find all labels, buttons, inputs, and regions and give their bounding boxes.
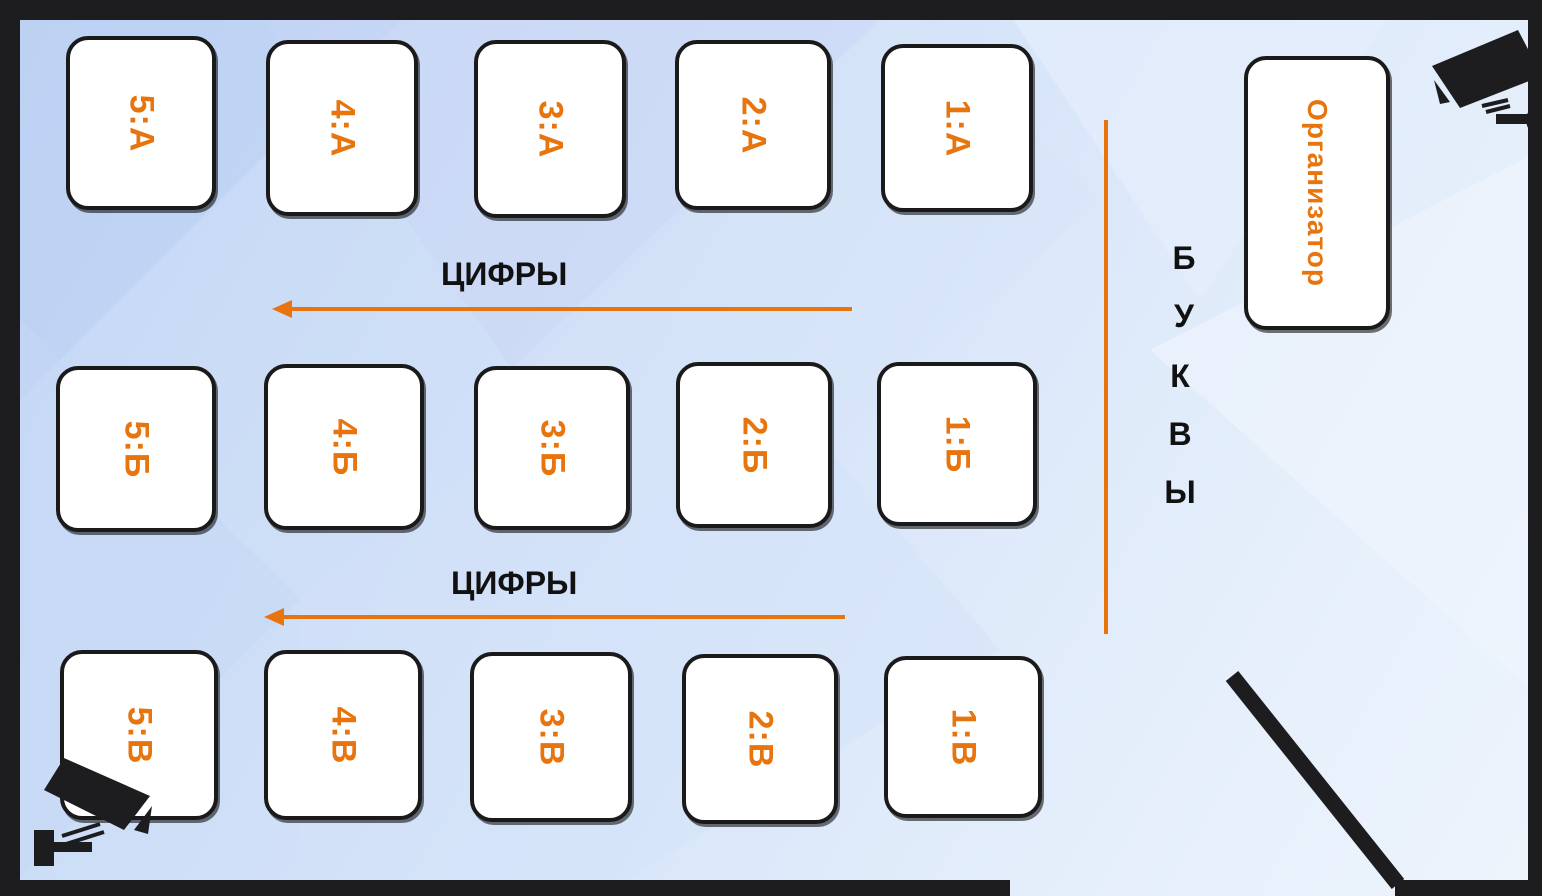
desk-1b[interactable]: 1:Б [877,362,1037,526]
wall-top [0,0,1542,20]
digits-arrow-bottom [264,608,845,626]
wall-left [0,0,20,896]
door-line [1225,671,1405,889]
desk-4c[interactable]: 4:В [264,650,422,820]
letters-letter-3: К [1170,358,1190,394]
desk-5a[interactable]: 5:А [66,36,216,210]
desk-2c[interactable]: 2:В [682,654,838,824]
desk-3a[interactable]: 3:А [474,40,626,218]
wall-right [1528,0,1542,896]
desk-5b[interactable]: 5:Б [56,366,216,532]
wall-bottom [0,880,1010,896]
desk-2a[interactable]: 2:А [675,40,831,210]
desk-3b[interactable]: 3:Б [474,366,630,530]
camera-icon [1432,30,1542,136]
desk-1a[interactable]: 1:А [881,44,1033,212]
letters-letter-4: В [1168,416,1192,452]
camera-icon [34,758,152,866]
digits-label-top: ЦИФРЫ [441,256,568,292]
letters-letter-1: Б [1172,240,1196,276]
desk-2b[interactable]: 2:Б [676,362,832,528]
desk-3c[interactable]: 3:В [470,652,632,822]
letters-letter-5: Ы [1164,474,1196,510]
digits-arrow-top [272,300,852,318]
digits-label-bottom: ЦИФРЫ [451,565,578,601]
desk-4a[interactable]: 4:А [266,40,418,216]
desk-1c[interactable]: 1:В [884,656,1042,818]
wall-bottom-right [1395,880,1542,896]
organizer-desk[interactable]: Организатор [1244,56,1390,330]
letters-letter-2: У [1174,298,1194,334]
desk-4b[interactable]: 4:Б [264,364,424,530]
